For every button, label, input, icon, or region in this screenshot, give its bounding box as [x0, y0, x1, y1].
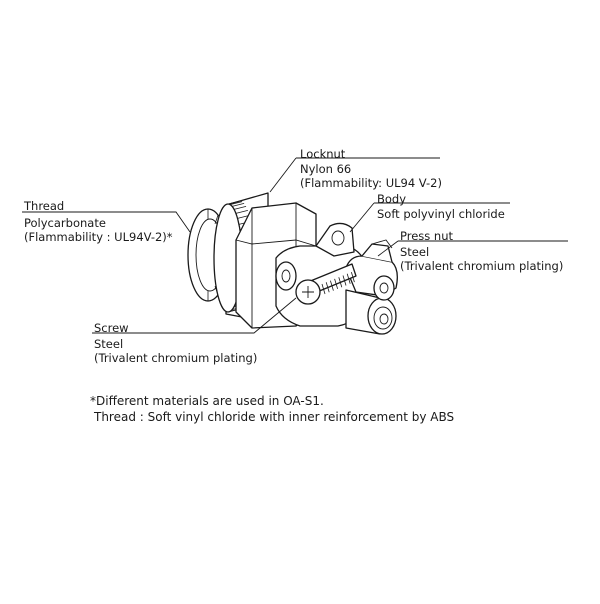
thread-spec-text: (Flammability : UL94V-2)* [24, 230, 173, 244]
thread-name: Thread [24, 199, 65, 213]
screw-material-text: Steel [94, 337, 124, 351]
locknut-name: Locknut [300, 147, 346, 161]
locknut-spec-text: (Flammability: UL94 V-2) [300, 176, 442, 190]
thread-material: Polycarbonate (Flammability : UL94V-2)* [24, 216, 173, 244]
body-material: Soft polyvinyl chloride [377, 207, 505, 221]
locknut-label: Locknut [300, 147, 345, 161]
body-material-text: Soft polyvinyl chloride [377, 207, 505, 221]
screw-material: Steel (Trivalent chromium plating) [94, 337, 257, 365]
leader-lines [22, 157, 568, 334]
locknut-material: Nylon 66 (Flammability: UL94 V-2) [300, 162, 442, 190]
body-name: Body [377, 192, 407, 206]
screw-label: Screw [94, 321, 129, 335]
footnote-line-2: Thread : Soft vinyl chloride with inner … [94, 410, 455, 424]
screw-spec-text: (Trivalent chromium plating) [94, 351, 258, 365]
thread-material-text: Polycarbonate [24, 216, 106, 230]
body-label: Body [377, 192, 406, 206]
screw-name: Screw [94, 321, 129, 335]
press-nut-material: Steel (Trivalent chromium plating) [400, 245, 563, 273]
press-nut-part [345, 239, 398, 301]
thread-label: Thread [24, 199, 64, 213]
footnote-line-1: *Different materials are used in OA-S1. [90, 394, 324, 408]
press-nut-spec-text: (Trivalent chromium plating) [400, 259, 564, 273]
press-nut-label: Press nut [400, 229, 453, 243]
screw-part [295, 263, 357, 305]
press-nut-material-text: Steel [400, 245, 430, 259]
press-nut-name: Press nut [400, 229, 454, 243]
locknut-material-text: Nylon 66 [300, 162, 352, 176]
